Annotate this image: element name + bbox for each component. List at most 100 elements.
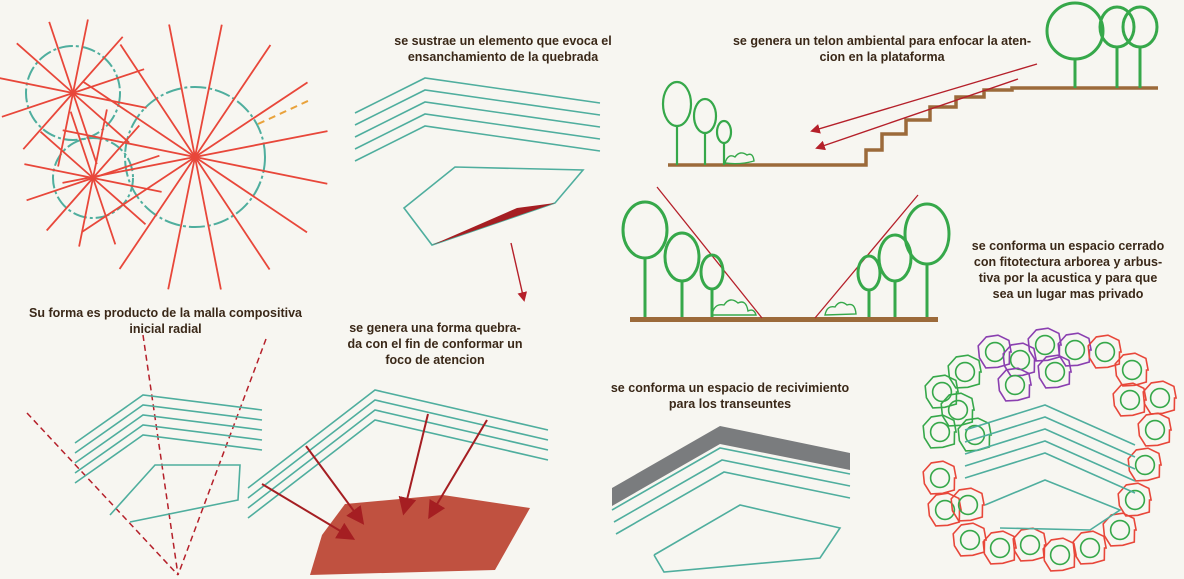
- label-radial-mesh: Su forma es producto de la malla composi…: [29, 306, 302, 336]
- radial-ray: [119, 44, 196, 158]
- dashed-extension: [257, 99, 311, 125]
- radial-ray: [194, 44, 272, 158]
- radial-ray: [82, 156, 196, 233]
- radial-ray: [26, 177, 94, 202]
- radial-ray: [194, 81, 308, 158]
- tree-canopy-icon: [1149, 387, 1171, 409]
- tree-canopy-icon: [959, 529, 981, 551]
- radial-mesh-panel: [26, 334, 267, 576]
- radial-ray: [194, 156, 271, 270]
- radial-ray: [194, 130, 328, 158]
- tree-icon: [1121, 5, 1159, 49]
- tree-canopy-icon: [1119, 389, 1141, 411]
- bush-outline: [1114, 352, 1150, 387]
- label-subtract: se sustrae un elemento que evoca el ensa…: [394, 34, 612, 64]
- radial-rays: [0, 19, 328, 290]
- broken-shape-panel: [247, 389, 549, 575]
- bush-outline: [1142, 380, 1178, 415]
- tree-icon: [699, 253, 725, 291]
- radial-circle-top: [25, 45, 121, 141]
- bush-outline: [1137, 412, 1173, 447]
- tree-icon: [663, 231, 701, 283]
- bush-outline: [1127, 447, 1163, 482]
- tree-canopy-icon: [1034, 334, 1056, 356]
- tree-icon: [661, 80, 693, 128]
- label-backdrop: se genera un telon ambiental para enfoca…: [732, 34, 1031, 64]
- radial-ray: [62, 129, 196, 158]
- tree-icon: [715, 119, 733, 145]
- focus-arrow: [398, 413, 429, 516]
- radial-ray: [72, 92, 130, 144]
- bush-outline: [1027, 327, 1063, 362]
- bush-outline: [997, 367, 1033, 402]
- radial-ray: [118, 156, 196, 270]
- radial-circle-big: [124, 86, 266, 228]
- bush-outline: [1002, 342, 1038, 377]
- radial-ray: [92, 124, 140, 179]
- tree-icon: [621, 200, 669, 260]
- tree-canopy-icon: [1079, 537, 1101, 559]
- radial-ray: [72, 36, 124, 94]
- tree-canopy-icon: [1144, 419, 1166, 441]
- radial-ray: [48, 21, 74, 94]
- tree-canopy-icon: [1004, 374, 1026, 396]
- backdrop-panel: [661, 1, 1159, 167]
- tree-canopy-icon: [1109, 519, 1131, 541]
- radial-grid-panel: [0, 19, 328, 290]
- focus-plane: [310, 495, 530, 575]
- bush-outline: [1102, 512, 1138, 547]
- tree-canopy-icon: [1019, 534, 1041, 556]
- tree-canopy-icon: [929, 421, 951, 443]
- shrub: [824, 301, 857, 316]
- radial-ray: [1, 92, 74, 118]
- bush-outline: [950, 487, 986, 522]
- radial-ray: [194, 156, 328, 185]
- bush-outline: [952, 522, 988, 557]
- radial-ray: [62, 156, 196, 184]
- radial-ray: [92, 177, 162, 193]
- grey-band: [612, 426, 850, 506]
- focus-arrow: [305, 445, 365, 525]
- enclosed-space-panel: [621, 186, 951, 322]
- tree-canopy-icon: [1094, 341, 1116, 363]
- radial-ray: [72, 68, 145, 94]
- label-reception: se conforma un espacio de recivimiento p…: [610, 381, 850, 411]
- label-enclosed: se conforma un espacio cerrado con fitot…: [971, 239, 1165, 301]
- bush-outline: [947, 354, 983, 389]
- bush-outline: [1087, 334, 1123, 369]
- tree-canopy-icon: [947, 399, 969, 421]
- radial-circle-left: [52, 137, 134, 219]
- down-arrow: [510, 242, 528, 302]
- radial-ray: [46, 177, 94, 232]
- tree-canopy-icon: [1124, 489, 1146, 511]
- subtract-panel: [354, 77, 601, 302]
- radial-ray: [57, 92, 74, 167]
- radial-ray: [194, 24, 223, 158]
- radial-ray: [72, 19, 89, 94]
- radial-ray: [72, 92, 98, 165]
- bush-outline: [1117, 482, 1153, 517]
- radial-ray: [82, 80, 196, 158]
- radial-ray: [168, 24, 196, 158]
- bush-outline: [927, 492, 963, 527]
- ground-strip: [630, 317, 938, 322]
- reception-panel: [611, 426, 851, 573]
- tree-canopy-icon: [929, 467, 951, 489]
- radial-ray: [69, 111, 94, 179]
- tree-canopy-icon: [931, 381, 953, 403]
- tree-canopy-icon: [1049, 544, 1071, 566]
- tree-canopy-icon: [1121, 359, 1143, 381]
- red-wedge: [432, 203, 555, 245]
- tree-canopy-icon: [957, 494, 979, 516]
- tree-canopy-icon: [984, 341, 1006, 363]
- bush-outline: [1112, 382, 1148, 417]
- stair-profile: [668, 86, 1158, 167]
- bush-outline: [922, 414, 958, 449]
- shrub: [711, 299, 757, 316]
- bush-outline: [1042, 537, 1078, 572]
- bush-outline: [1072, 530, 1108, 565]
- radial-ray: [78, 177, 94, 247]
- shrub: [724, 152, 755, 165]
- tree-canopy-icon: [989, 537, 1011, 559]
- radial-ray: [167, 156, 196, 290]
